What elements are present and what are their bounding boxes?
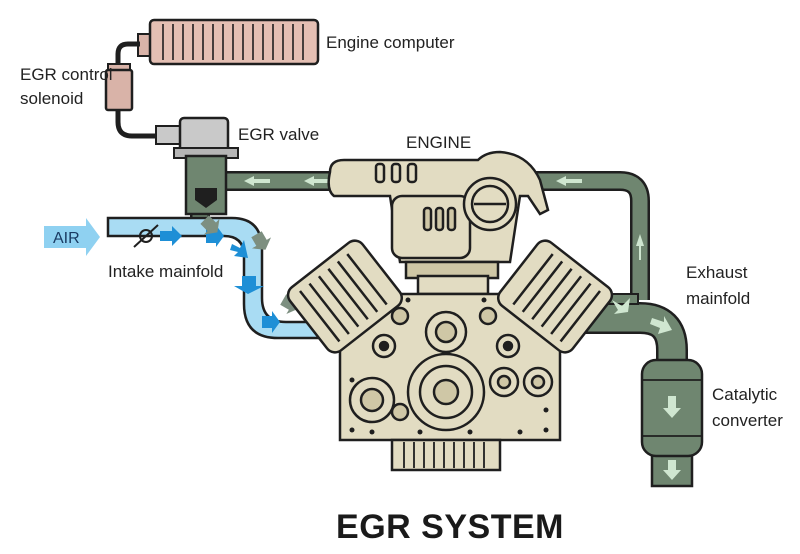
air-label: AIR — [53, 230, 80, 247]
exhaust-manifold-label-line2: mainfold — [686, 289, 750, 308]
egr-valve-stem — [184, 154, 228, 216]
throttle-plate — [133, 224, 159, 248]
control-wire — [115, 108, 158, 139]
engine-label: ENGINE — [406, 133, 471, 152]
egr-control-solenoid-label-line2: solenoid — [20, 89, 83, 108]
engine-bolts — [349, 297, 549, 435]
egr-control-solenoid-label-line1: EGR control — [20, 65, 113, 84]
engine-computer-label: Engine computer — [326, 33, 455, 52]
intake-manifold-label: Intake mainfold — [108, 262, 223, 281]
engine-computer — [137, 18, 320, 66]
control-wire — [115, 41, 140, 70]
egr-control-solenoid — [104, 63, 134, 112]
diagram-title: EGR SYSTEM — [336, 508, 564, 546]
exhaust-manifold-label-line1: Exhaust — [686, 263, 748, 282]
air-inlet-arrow: AIR — [44, 218, 100, 256]
intake-flow-arrows — [160, 225, 280, 333]
engine-block — [286, 150, 614, 472]
recirculation-flow-arrows — [244, 176, 644, 260]
catalytic-converter-label-line1: Catalytic — [712, 385, 778, 404]
egr-valve-label: EGR valve — [238, 125, 319, 144]
egr-valve — [155, 116, 239, 159]
catalytic-converter-label-line2: converter — [712, 411, 783, 430]
